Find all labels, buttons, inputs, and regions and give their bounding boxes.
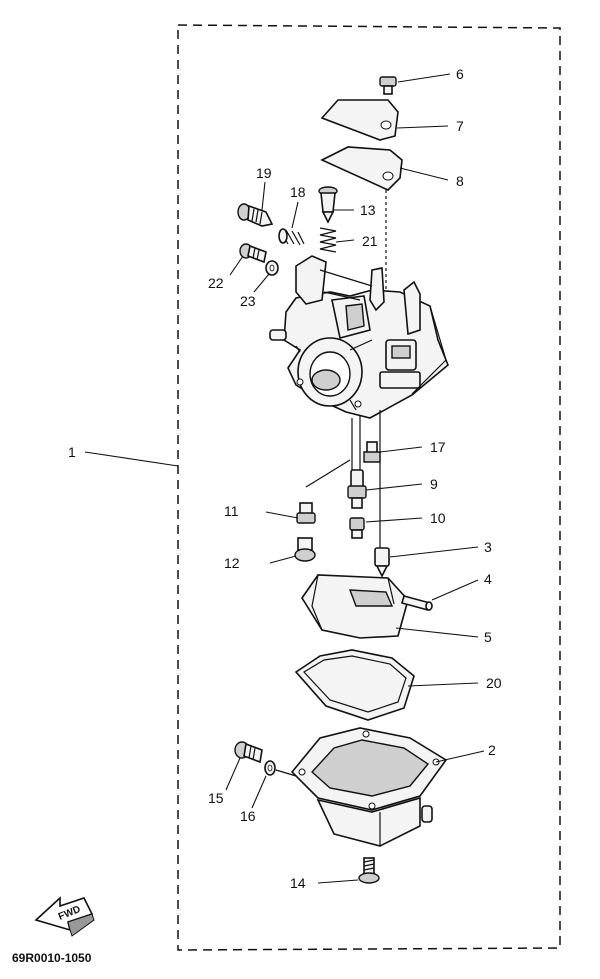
callout-3: 3 xyxy=(484,539,492,555)
part-washer-16 xyxy=(264,760,276,776)
callout-21: 21 xyxy=(362,233,378,249)
callout-9: 9 xyxy=(430,476,438,492)
callout-1: 1 xyxy=(68,444,76,460)
part-spring-21 xyxy=(319,227,337,253)
callout-15: 15 xyxy=(208,790,224,806)
callout-13: 13 xyxy=(360,202,376,218)
callout-5: 5 xyxy=(484,629,492,645)
part-gasket-8 xyxy=(320,146,403,191)
callout-23: 23 xyxy=(240,293,256,309)
part-spring-18 xyxy=(278,228,305,246)
callout-7: 7 xyxy=(456,118,464,134)
callout-20: 20 xyxy=(486,675,502,691)
part-screw-13 xyxy=(318,186,338,224)
part-needle-valve-3 xyxy=(374,547,390,578)
part-screw-19 xyxy=(237,203,274,227)
part-screw-22 xyxy=(239,243,267,264)
callout-18: 18 xyxy=(290,184,306,200)
callout-12: 12 xyxy=(224,555,240,571)
fwd-arrow-icon: FWD xyxy=(34,896,95,937)
part-jet-11 xyxy=(296,502,316,524)
part-gasket-20 xyxy=(294,649,415,721)
part-float-5 xyxy=(301,574,409,639)
drawing-code: 69R0010-1050 xyxy=(12,951,92,965)
callout-labels: 1 2 3 4 5 6 7 8 9 10 11 12 13 14 15 16 1… xyxy=(68,66,502,891)
callout-8: 8 xyxy=(456,173,464,189)
callout-19: 19 xyxy=(256,165,272,181)
part-carburetor-body xyxy=(269,255,449,419)
callout-16: 16 xyxy=(240,808,256,824)
part-plug-12 xyxy=(294,537,316,562)
part-jet-17 xyxy=(363,441,381,463)
part-washer-23 xyxy=(265,260,279,276)
part-nozzle-9 xyxy=(347,469,367,509)
callout-11: 11 xyxy=(224,503,239,519)
part-jet-10 xyxy=(349,517,365,539)
callout-10: 10 xyxy=(430,510,446,526)
part-screw-15 xyxy=(234,741,263,764)
part-float-chamber-2 xyxy=(290,727,448,847)
callout-4: 4 xyxy=(484,571,492,587)
callout-14: 14 xyxy=(290,875,306,891)
part-screw-14 xyxy=(358,857,380,884)
part-pin-4 xyxy=(401,595,433,611)
callout-6: 6 xyxy=(456,66,464,82)
part-screw-6 xyxy=(379,76,397,95)
callout-22: 22 xyxy=(208,275,224,291)
leader-lines xyxy=(84,73,485,884)
part-cover-7 xyxy=(320,99,399,141)
callout-17: 17 xyxy=(430,439,446,455)
callout-2: 2 xyxy=(488,742,496,758)
